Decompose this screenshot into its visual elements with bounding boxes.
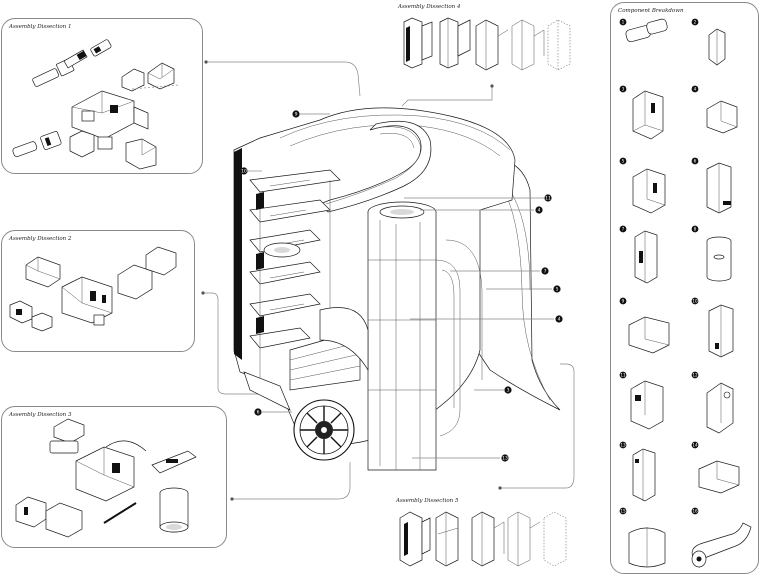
svg-text:12: 12 [692,373,698,378]
component-4: 4 [691,85,738,134]
component-15: 15 [619,507,666,568]
panel-title: Assembly Dissection 1 [9,24,72,30]
svg-text:1: 1 [622,20,625,25]
central-cylinder [367,201,437,471]
callout-11: 11 [404,194,552,202]
component-1: 1 [619,18,668,43]
callout-9: 9 [292,110,330,118]
component-5: 5 [619,157,666,214]
component-16: 16 [691,507,752,569]
panel-title: Assembly Dissection 3 [9,412,72,418]
svg-text:4: 4 [558,317,561,323]
assembly-dissection-4-sequence [403,17,571,71]
drive-wheel [293,399,355,461]
callout-6: 6 [254,408,292,416]
assembly-dissection-4-title: Assembly Dissection 4 [398,4,461,10]
assembly-dissection-5-sequence [399,511,567,567]
svg-text:8: 8 [694,227,697,232]
callout-4-top: 4 [420,206,543,214]
svg-text:6: 6 [257,410,260,416]
svg-text:7: 7 [622,227,625,232]
internal-floors [249,169,341,390]
component-7: 7 [619,225,658,284]
svg-text:5: 5 [556,287,559,293]
svg-text:16: 16 [692,509,698,514]
central-cutaway-drawing [233,107,561,471]
svg-text:5: 5 [622,159,625,164]
svg-text:13: 13 [620,443,626,448]
component-9: 9 [619,297,670,354]
dissection-2-exploded-view [9,246,177,332]
svg-text:7: 7 [544,269,547,275]
svg-text:4: 4 [538,208,541,214]
callout-5: 5 [486,285,561,293]
svg-text:11: 11 [620,373,626,378]
svg-text:4: 4 [694,87,697,92]
svg-text:10: 10 [241,169,247,175]
assembly-dissection-2-panel: Assembly Dissection 2 [1,230,195,352]
callout-7: 7 [450,267,549,275]
panel-title: Component Breakdown [618,8,684,14]
svg-text:9: 9 [622,299,625,304]
serpentine-channel [319,120,432,213]
component-breakdown-grid: 1 2 3 4 5 6 7 8 9 10 [619,18,752,569]
svg-text:14: 14 [692,443,698,448]
callout-4-mid: 4 [410,315,563,323]
svg-text:9: 9 [295,112,298,118]
svg-text:10: 10 [692,299,698,304]
component-6: 6 [691,157,732,214]
component-12: 12 [691,371,734,434]
assembly-dissection-1-panel: Assembly Dissection 1 [1,18,203,174]
component-3: 3 [619,85,664,140]
svg-text:13: 13 [502,456,508,462]
component-2: 2 [691,18,726,66]
callout-3: 3 [474,386,512,394]
svg-text:2: 2 [694,20,697,25]
component-8: 8 [691,225,732,282]
svg-text:3: 3 [622,87,625,92]
component-14: 14 [691,441,740,494]
assembly-dissection-3-panel: Assembly Dissection 3 [1,406,227,548]
callout-10: 10 [240,167,262,175]
component-11: 11 [619,371,664,430]
dissection-1-exploded-view [12,39,179,170]
svg-text:15: 15 [620,509,626,514]
assembly-dissection-5-title: Assembly Dissection 5 [396,498,459,504]
svg-text:11: 11 [545,196,551,202]
component-10: 10 [691,297,734,358]
dissection-3-exploded-view [15,418,197,538]
callout-13: 13 [412,454,509,462]
svg-text:6: 6 [694,159,697,164]
panel-title: Assembly Dissection 2 [9,236,72,242]
svg-text:3: 3 [507,388,510,394]
component-13: 13 [619,441,656,502]
component-breakdown-panel: Component Breakdown 1 2 3 4 5 6 7 8 [610,2,759,574]
